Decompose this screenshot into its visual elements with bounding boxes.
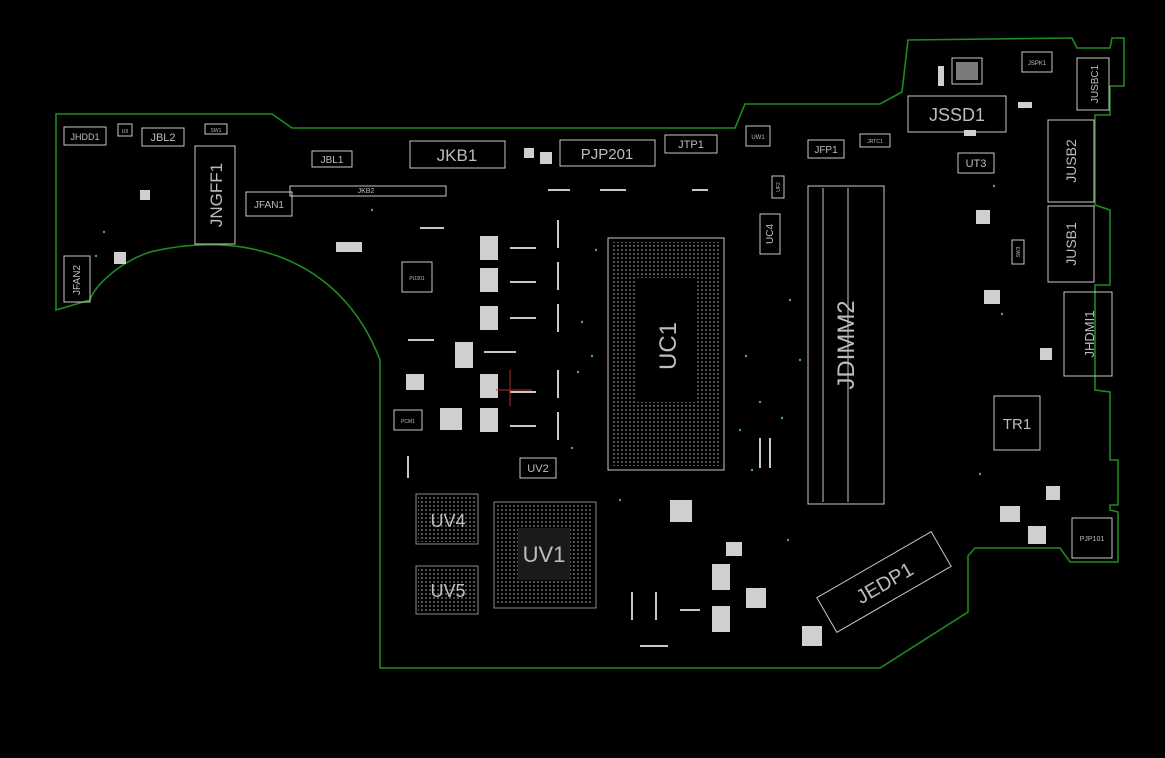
jhdmi1-label: JHDMI1 bbox=[1082, 311, 1097, 358]
pcm1-label: PCM1 bbox=[401, 419, 415, 425]
uc1-label: UC1 bbox=[655, 322, 682, 370]
jfan2-connector bbox=[63, 255, 91, 303]
sw3-switch bbox=[1011, 239, 1025, 265]
jtp1-connector bbox=[664, 134, 718, 154]
jusbc1-label: JUSBC1 bbox=[1090, 64, 1101, 103]
sw1-switch bbox=[204, 123, 228, 135]
trace-segments bbox=[407, 189, 771, 647]
ut3-chip bbox=[957, 152, 995, 174]
jdimm2-label: JDIMM2 bbox=[833, 300, 860, 389]
uw1-label: UW1 bbox=[751, 135, 765, 141]
jtp1-label: JTP1 bbox=[678, 139, 704, 151]
jedp1-connector: JEDP1 bbox=[816, 530, 952, 634]
uc4-label: UC4 bbox=[765, 224, 776, 244]
audio-chip bbox=[951, 57, 983, 85]
jssd1-connector bbox=[907, 95, 1007, 133]
jusbc1-connector bbox=[1076, 57, 1110, 111]
jbl1-label: JBL1 bbox=[321, 155, 344, 166]
pjp101-connector bbox=[1071, 517, 1113, 559]
pjp201-label: PJP201 bbox=[581, 146, 634, 163]
jngff1-label: JNGFF1 bbox=[207, 163, 226, 227]
sw1-label: SW1 bbox=[211, 128, 222, 134]
jedp1-label: JEDP1 bbox=[853, 559, 918, 609]
ut3-label: UT3 bbox=[966, 158, 987, 170]
uv4-memory bbox=[415, 493, 479, 545]
jhdd1-label: JHDD1 bbox=[70, 132, 99, 142]
jspk1-label: JSPK1 bbox=[1028, 61, 1047, 67]
uv4-ball-grid bbox=[418, 496, 476, 542]
jspk1-connector bbox=[1021, 51, 1053, 73]
uv5-label: UV5 bbox=[430, 581, 465, 601]
uf2-label: UF2 bbox=[776, 182, 782, 192]
jfan1-label: JFAN1 bbox=[254, 200, 284, 211]
tr1-label: TR1 bbox=[1003, 416, 1031, 433]
uw1-chip bbox=[745, 125, 771, 147]
jkb1-label: JKB1 bbox=[437, 146, 478, 165]
jfp1-connector bbox=[807, 139, 845, 159]
jngff1-connector bbox=[194, 145, 236, 245]
jusb1-label: JUSB1 bbox=[1063, 222, 1079, 266]
jfan1-connector bbox=[245, 191, 293, 217]
jkb2-connector bbox=[289, 185, 447, 197]
jusb2-label: JUSB2 bbox=[1063, 139, 1079, 183]
pcm1-chip bbox=[393, 409, 423, 431]
jbl2-label: JBL2 bbox=[150, 132, 175, 144]
uv2-label: UV2 bbox=[527, 463, 548, 475]
uv2-chip bbox=[519, 457, 557, 479]
uv4-label: UV4 bbox=[430, 511, 465, 531]
u9-chip bbox=[117, 123, 133, 137]
jrtc1-label: JRTC1 bbox=[867, 139, 883, 145]
jssd1-label: JSSD1 bbox=[929, 105, 985, 125]
pjp201-connector bbox=[559, 139, 656, 167]
uv1-die-area bbox=[518, 528, 570, 580]
jhdmi1-connector bbox=[1063, 291, 1113, 377]
pu301-label: PU301 bbox=[409, 276, 425, 282]
uv5-memory bbox=[415, 565, 479, 615]
pjp101-label: PJP101 bbox=[1080, 536, 1105, 543]
jhdd1-connector bbox=[63, 126, 107, 146]
jdimm2-connector bbox=[807, 185, 885, 505]
jkb1-connector bbox=[409, 140, 506, 169]
jbl2-connector bbox=[141, 127, 185, 147]
vias bbox=[94, 184, 1004, 542]
pu301-chip bbox=[401, 261, 433, 293]
jfan2-label: JFAN2 bbox=[72, 265, 83, 295]
uc4-chip bbox=[759, 213, 781, 255]
uv5-ball-grid bbox=[418, 568, 476, 612]
jfp1-label: JFP1 bbox=[814, 145, 838, 156]
uc1-die-area bbox=[636, 278, 696, 402]
board-outline bbox=[55, 37, 1125, 669]
jusb1-connector bbox=[1047, 205, 1095, 283]
jrtc1-connector bbox=[859, 133, 891, 148]
uv1-label: UV1 bbox=[523, 542, 566, 567]
audio-chip-core bbox=[956, 62, 978, 80]
uc1-cpu bbox=[607, 237, 725, 471]
sw3-label: SW3 bbox=[1016, 246, 1022, 257]
u9-label: U9 bbox=[122, 129, 129, 135]
jusb2-connector bbox=[1047, 119, 1095, 203]
crosshair-cursor bbox=[496, 370, 532, 406]
uv1-gpu bbox=[493, 501, 597, 609]
uf2-chip bbox=[771, 175, 785, 199]
small-components bbox=[114, 66, 1060, 646]
jkb2-label: JKB2 bbox=[358, 188, 375, 195]
jbl1-connector bbox=[311, 150, 353, 168]
tr1-transformer bbox=[993, 395, 1041, 451]
